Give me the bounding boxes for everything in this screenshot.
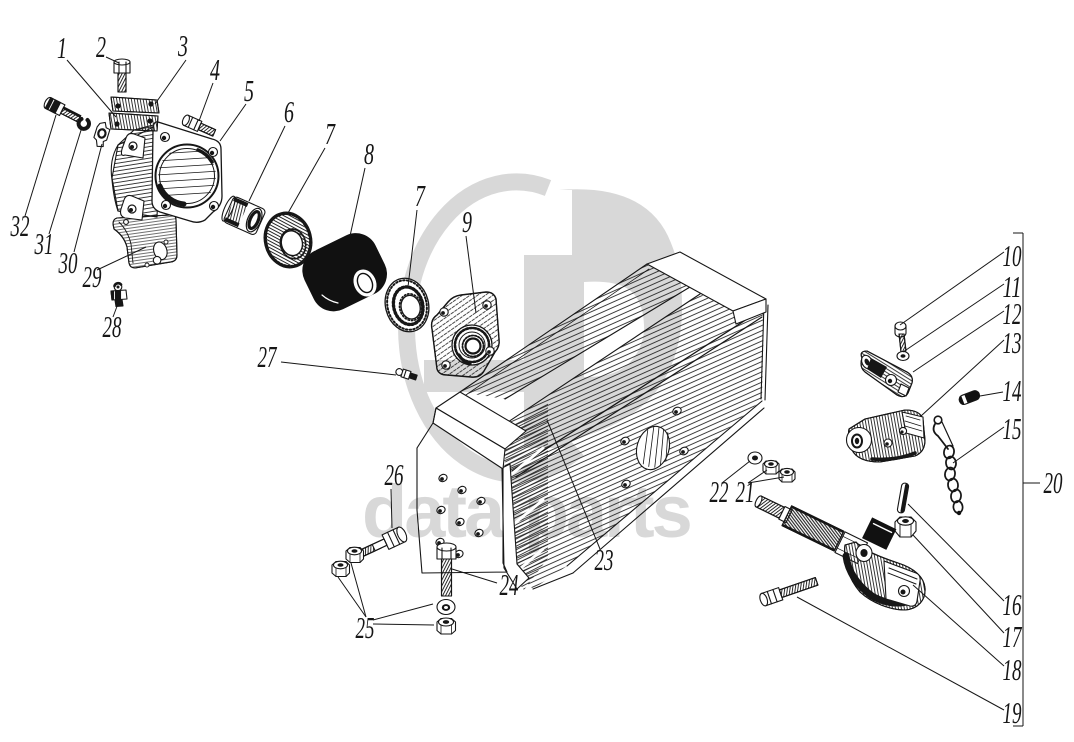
- svg-text:7: 7: [415, 178, 426, 213]
- svg-text:5: 5: [244, 73, 254, 108]
- svg-text:23: 23: [595, 542, 614, 577]
- svg-text:21: 21: [736, 474, 755, 509]
- svg-text:27: 27: [258, 339, 278, 374]
- svg-text:7: 7: [325, 116, 336, 151]
- svg-text:3: 3: [177, 28, 188, 63]
- svg-text:1: 1: [57, 30, 67, 65]
- svg-text:13: 13: [1003, 325, 1022, 360]
- svg-text:30: 30: [58, 245, 78, 280]
- svg-text:4: 4: [210, 52, 220, 87]
- svg-text:15: 15: [1003, 411, 1022, 446]
- svg-text:31: 31: [34, 226, 54, 261]
- svg-text:16: 16: [1003, 587, 1022, 622]
- svg-text:14: 14: [1003, 373, 1022, 408]
- svg-text:20: 20: [1044, 465, 1063, 500]
- svg-text:22: 22: [710, 474, 729, 509]
- svg-text:8: 8: [364, 136, 374, 171]
- svg-text:10: 10: [1003, 238, 1022, 273]
- svg-text:6: 6: [284, 94, 294, 129]
- svg-text:25: 25: [356, 610, 375, 645]
- svg-text:12: 12: [1003, 296, 1022, 331]
- svg-text:17: 17: [1003, 619, 1023, 654]
- svg-text:32: 32: [10, 208, 30, 243]
- svg-text:11: 11: [1003, 269, 1022, 304]
- svg-text:18: 18: [1003, 652, 1022, 687]
- svg-text:9: 9: [462, 204, 472, 239]
- svg-text:26: 26: [385, 457, 404, 492]
- svg-text:28: 28: [103, 309, 122, 344]
- svg-text:24: 24: [500, 567, 519, 602]
- svg-text:2: 2: [96, 29, 106, 64]
- svg-text:29: 29: [83, 259, 102, 294]
- svg-text:19: 19: [1003, 695, 1022, 730]
